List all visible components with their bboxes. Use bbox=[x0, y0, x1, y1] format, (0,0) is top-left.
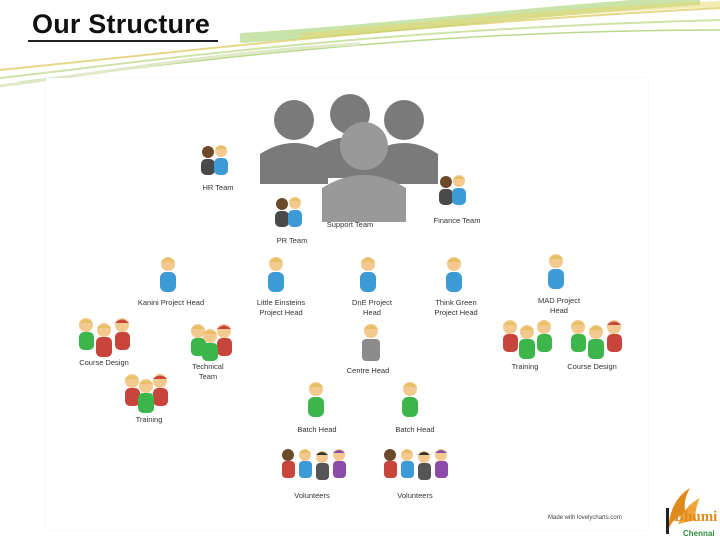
pr-team-icon bbox=[275, 197, 302, 227]
course-design-left-icon bbox=[79, 318, 130, 357]
bhumi-logo-tagline: Chennai bbox=[683, 529, 715, 538]
support-team-label: Support Team bbox=[326, 220, 374, 229]
volunteers-right-icon bbox=[384, 449, 448, 480]
dne-head-label: DnE Project Head bbox=[351, 298, 393, 317]
finance-team-icon bbox=[439, 175, 466, 205]
technical-team-icon bbox=[191, 324, 232, 361]
hr-team-label: HR Team bbox=[202, 183, 234, 192]
think-green-head-label: Think Green Project Head bbox=[434, 298, 478, 317]
dne-head-icon bbox=[360, 257, 376, 292]
title-underline bbox=[28, 40, 218, 42]
kanini-head-label: Kanini Project Head bbox=[137, 298, 205, 307]
training-left-label: Training bbox=[135, 415, 163, 424]
batch-head-left-icon bbox=[308, 382, 324, 417]
mad-head-label: MAD Project Head bbox=[537, 296, 581, 315]
volunteers-left-label: Volunteers bbox=[294, 491, 330, 500]
bhumi-logo-text: Bhumi bbox=[674, 509, 718, 525]
mad-head-icon bbox=[548, 254, 564, 289]
course-design-right-label: Course Design bbox=[567, 362, 617, 371]
batch-head-left-label: Batch Head bbox=[297, 425, 337, 434]
course-design-right-icon bbox=[571, 320, 622, 359]
training-left-icon bbox=[125, 374, 168, 413]
finance-team-label: Finance Team bbox=[433, 216, 481, 225]
slide-title: Our Structure bbox=[32, 9, 211, 39]
volunteers-right-label: Volunteers bbox=[397, 491, 433, 500]
lovelycharts-watermark: Made with lovelycharts.com bbox=[548, 515, 622, 521]
volunteers-left-icon bbox=[282, 449, 346, 480]
batch-head-right-icon bbox=[402, 382, 418, 417]
course-design-left-label: Course Design bbox=[79, 358, 129, 367]
little-einsteins-head-icon bbox=[268, 257, 284, 292]
centre-head-label: Centre Head bbox=[346, 366, 390, 375]
little-einsteins-head-label: Little Einsteins Project Head bbox=[256, 298, 306, 317]
batch-head-right-label: Batch Head bbox=[395, 425, 435, 434]
kanini-head-icon bbox=[160, 257, 176, 292]
technical-team-label: Technical Team bbox=[192, 362, 224, 381]
centre-head-icon bbox=[362, 324, 380, 361]
think-green-head-icon bbox=[446, 257, 462, 292]
pr-team-label: PR Team bbox=[276, 236, 308, 245]
hr-team-icon bbox=[201, 145, 228, 175]
bhumi-logo-icon bbox=[666, 488, 700, 534]
training-right-icon bbox=[503, 320, 552, 359]
support-team-group-icon bbox=[260, 94, 438, 222]
training-right-label: Training bbox=[511, 362, 539, 371]
